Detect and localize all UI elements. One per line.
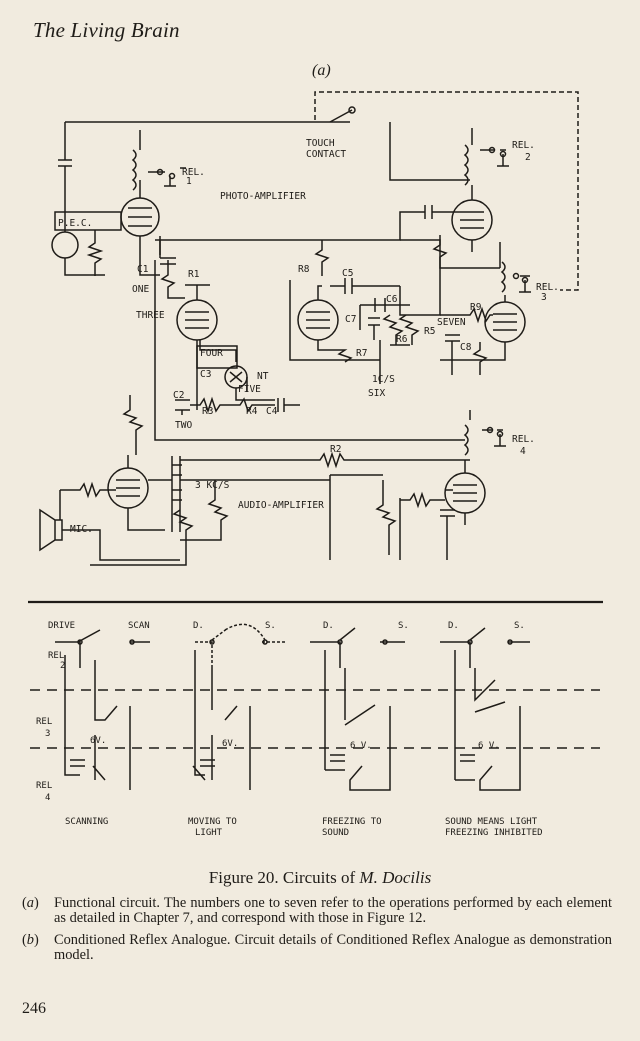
rel-3-label: REL: [36, 717, 52, 727]
page-number: 246: [22, 1000, 46, 1017]
two-label: TWO: [175, 420, 192, 431]
note-mark: (b): [22, 932, 39, 948]
relay-1-label: REL.: [182, 167, 205, 178]
microphone-label: MIC.: [70, 524, 93, 535]
c7-label: C7: [345, 314, 356, 325]
relay-1-number: 1: [186, 176, 192, 187]
r6-label: R6: [396, 334, 408, 345]
relay-3-number: 3: [541, 292, 547, 303]
figure-note: (b) Conditioned Reflex Analogue. Circuit…: [22, 933, 612, 963]
seven-label: SEVEN: [437, 317, 466, 328]
drive-abbrev-label: D.: [323, 621, 334, 631]
r7-label: R7: [356, 348, 367, 359]
r1-label: R1: [188, 269, 200, 280]
figure-note: (a) Functional circuit. The numbers one …: [22, 896, 612, 926]
circuit-labels: TOUCH CONTACT REL. 1 PHOTO-AMPLIFIER REL…: [58, 138, 559, 535]
voltage-label: 6 V.: [350, 741, 372, 751]
c4-label: C4: [266, 406, 278, 417]
scan-abbrev-label: S.: [265, 621, 276, 631]
five-label: FIVE: [238, 384, 261, 395]
relay-2-number: 2: [525, 152, 531, 163]
three-kcs-label: 3 KC/S: [195, 480, 230, 491]
relay-3-label: REL.: [536, 282, 559, 293]
scan-abbrev-label: S.: [514, 621, 525, 631]
c2-label: C2: [173, 390, 184, 401]
reflex-analogue-diagrams: [30, 623, 600, 791]
state-freezing-label: SOUND: [322, 828, 349, 838]
state-scanning-label: SCANNING: [65, 817, 108, 827]
running-head: The Living Brain: [33, 18, 180, 42]
note-text: Functional circuit. The numbers one to s…: [54, 895, 612, 926]
c6-label: C6: [386, 294, 398, 305]
touch-contact-label: TOUCH: [306, 138, 335, 149]
photo-amplifier-label: PHOTO-AMPLIFIER: [220, 191, 306, 202]
r9-label: R9: [470, 302, 482, 313]
drive-label: DRIVE: [48, 621, 75, 631]
drive-abbrev-label: D.: [193, 621, 204, 631]
voltage-label: 6V.: [90, 736, 106, 746]
rel-4-label: REL: [36, 781, 52, 791]
rel-2-label: REL: [48, 651, 64, 661]
c5-label: C5: [342, 268, 353, 279]
one-label: ONE: [132, 284, 149, 295]
state-sound-light-label: SOUND MEANS LIGHT: [445, 817, 538, 827]
figure-caption: Figure 20. Circuits of M. Docilis: [0, 868, 640, 888]
rel-4-number: 4: [45, 793, 50, 803]
state-moving-label: LIGHT: [195, 828, 223, 838]
scan-abbrev-label: S.: [398, 621, 409, 631]
relay-4-label: REL.: [512, 434, 535, 445]
audio-amplifier-label: AUDIO-AMPLIFIER: [238, 500, 324, 511]
scan-label: SCAN: [128, 621, 150, 631]
relay-2-label: REL.: [512, 140, 535, 151]
nt-label: NT: [257, 371, 269, 382]
four-label: FOUR: [200, 348, 223, 359]
note-text: Conditioned Reflex Analogue. Circuit det…: [54, 932, 612, 963]
c1-label: C1: [137, 264, 149, 275]
voltage-label: 6 V.: [478, 741, 500, 751]
drive-abbrev-label: D.: [448, 621, 459, 631]
reflex-labels: DRIVE SCAN D. S. D. S. D. S. REL 2 REL 3…: [36, 621, 543, 838]
c3-label: C3: [200, 369, 211, 380]
rel-3-number: 3: [45, 729, 50, 739]
r4-label: R4: [246, 406, 258, 417]
state-freezing-label: FREEZING TO: [322, 817, 382, 827]
three-label: THREE: [136, 310, 165, 321]
six-label: SIX: [368, 388, 385, 399]
voltage-label: 6V.: [222, 739, 238, 749]
r8-label: R8: [298, 264, 310, 275]
c8-label: C8: [460, 342, 472, 353]
r3-label: R3: [202, 406, 213, 417]
r2-label: R2: [330, 444, 341, 455]
caption-italic: M. Docilis: [359, 868, 432, 887]
state-sound-light-label: FREEZING INHIBITED: [445, 828, 543, 838]
touch-contact-label: CONTACT: [306, 149, 346, 160]
figure-notes: (a) Functional circuit. The numbers one …: [22, 896, 612, 970]
photocell-label: P.E.C.: [58, 218, 92, 229]
circuit-wiring: [28, 91, 603, 604]
circuit-diagram: TOUCH CONTACT REL. 1 PHOTO-AMPLIFIER REL…: [28, 91, 603, 838]
state-moving-label: MOVING TO: [188, 817, 237, 827]
rel-2-number: 2: [60, 661, 65, 671]
relay-4-number: 4: [520, 446, 526, 457]
ics-label: 1C/S: [372, 374, 395, 385]
figure-part-label: (a): [312, 62, 331, 79]
r5-label: R5: [424, 326, 435, 337]
caption-text: Figure 20. Circuits of: [208, 868, 360, 887]
note-mark: (a): [22, 895, 39, 911]
